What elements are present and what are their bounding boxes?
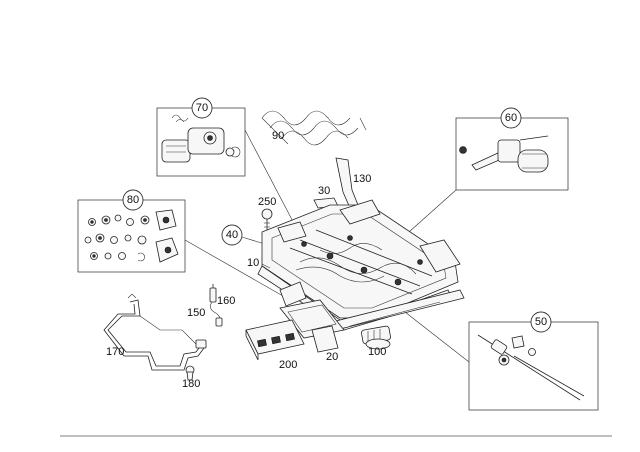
callout-40-label: 40 <box>226 229 238 241</box>
leader-80 <box>184 239 291 301</box>
callout-80-label: 80 <box>127 194 139 206</box>
label-160: 160 <box>217 295 235 307</box>
small-parts-80[interactable] <box>84 209 179 263</box>
label-170: 170 <box>106 346 124 358</box>
label-10: 10 <box>247 257 259 269</box>
callout-70-circle[interactable] <box>191 97 213 119</box>
callout-50-circle[interactable] <box>530 311 552 333</box>
cable-part-150[interactable] <box>210 301 223 327</box>
leader-50 <box>404 311 470 363</box>
seat-frame-main-assembly[interactable] <box>257 199 465 331</box>
clip-part-180[interactable] <box>185 365 195 381</box>
label-180: 180 <box>182 378 200 390</box>
detail-box-70: 70 <box>156 97 246 177</box>
callout-40-circle[interactable] <box>221 224 243 246</box>
actuator-part-60[interactable] <box>459 135 549 173</box>
label-250: 250 <box>258 196 276 208</box>
track-part-20[interactable] <box>279 299 345 353</box>
detail-box-50: 50 <box>468 311 599 411</box>
callout-80-circle[interactable] <box>122 189 144 211</box>
detail-box-60: 60 <box>455 107 569 191</box>
label-100: 100 <box>368 346 386 358</box>
label-150: 150 <box>187 307 205 319</box>
label-20: 20 <box>326 351 338 363</box>
spindle-part-50[interactable] <box>477 334 585 401</box>
detail-box-80: 80 <box>77 189 186 273</box>
callout-70-label: 70 <box>196 102 208 114</box>
sensor-part-160[interactable] <box>209 284 217 303</box>
callout-50-label: 50 <box>535 316 547 328</box>
label-90: 90 <box>272 130 284 142</box>
harness-frame-part-170[interactable] <box>103 293 207 371</box>
leader-70 <box>244 129 301 236</box>
label-30: 30 <box>318 185 330 197</box>
control-unit-part-200[interactable] <box>245 319 305 361</box>
callout-60-label: 60 <box>505 112 517 124</box>
module-part-100[interactable] <box>361 325 391 350</box>
motor-part-70[interactable] <box>161 114 241 163</box>
label-130: 130 <box>353 173 371 185</box>
callout-60-circle[interactable] <box>500 107 522 129</box>
bolt-part-250[interactable] <box>261 208 273 232</box>
wire-mat-part-90[interactable] <box>261 110 367 146</box>
label-200: 200 <box>279 359 297 371</box>
leader-10 <box>261 263 271 269</box>
